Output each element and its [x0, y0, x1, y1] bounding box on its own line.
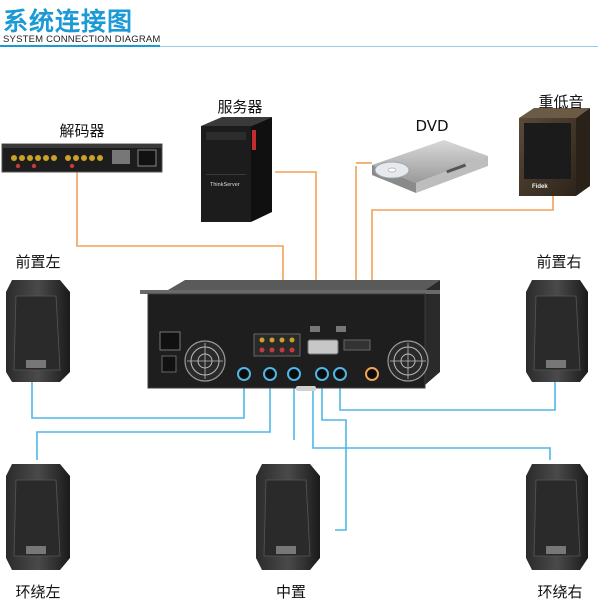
surround-left-label: 环绕左	[15, 583, 61, 601]
front-right-label: 前置右	[536, 253, 582, 271]
surround-right-label: 环绕右	[537, 583, 583, 601]
front-left-label: 前置左	[15, 253, 61, 271]
subwoofer-device: Fidek	[519, 108, 590, 196]
front-left-cable	[31, 380, 245, 419]
front-right-speaker	[526, 280, 588, 382]
diagram-title: 系统连接图	[3, 7, 134, 36]
subwoofer-label: 重低音	[538, 93, 584, 111]
server-label: 服务器	[217, 98, 263, 116]
header-divider-accent	[0, 45, 160, 47]
speaker-cables	[31, 380, 556, 531]
decoder-device	[1, 143, 163, 173]
front-left-speaker	[6, 280, 70, 382]
surround-right-speaker	[526, 464, 588, 570]
amplifier-device	[140, 280, 440, 391]
server-device: ThinkServer	[201, 117, 272, 222]
center-speaker	[256, 464, 320, 570]
surround-left-cable	[36, 380, 271, 460]
header-divider	[0, 46, 598, 47]
surround-left-speaker	[6, 464, 70, 570]
subwoofer-brand-text: Fidek	[532, 184, 548, 190]
front-right-cable	[339, 380, 556, 411]
center-cable	[321, 380, 347, 531]
surround-right-cable	[312, 380, 551, 460]
server-brand-text: ThinkServer	[210, 182, 240, 188]
decoder-label: 解码器	[59, 122, 105, 140]
center-label: 中置	[275, 583, 307, 601]
dvd-device	[372, 140, 488, 193]
diagram-subtitle: SYSTEM CONNECTION DIAGRAM	[3, 34, 161, 45]
dvd-label: DVD	[415, 117, 449, 135]
